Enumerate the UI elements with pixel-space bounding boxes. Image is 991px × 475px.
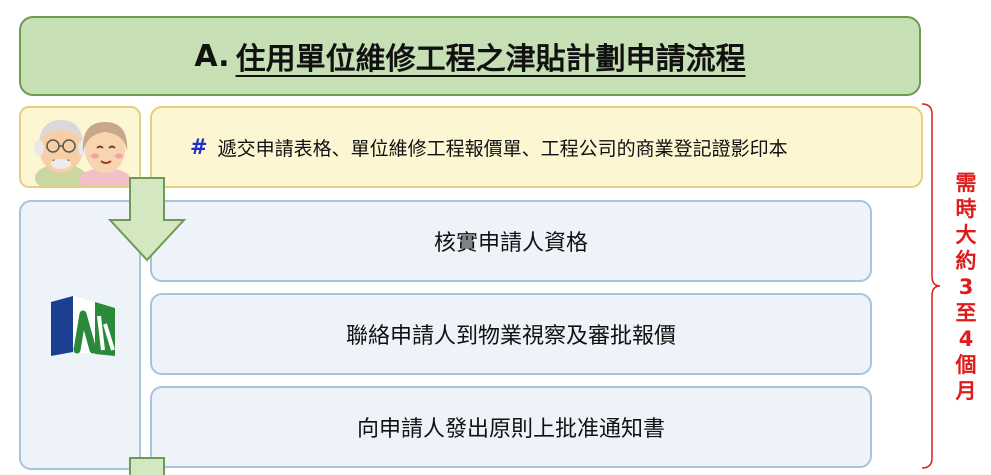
submission-box: # 遞交申請表格、單位維修工程報價單、工程公司的商業登記證影印本 [150,106,923,188]
duration-char: 約 [955,249,977,273]
duration-char: 時 [955,197,977,221]
duration-char: 大 [955,223,977,247]
duration-char: 月 [955,379,977,403]
down-arrow-icon [107,177,187,262]
duration-char: 3 [958,275,974,299]
step-verify-eligibility: 核實申請人資格 [150,200,872,282]
duration-char: 至 [955,301,977,325]
submission-text: 遞交申請表格、單位維修工程報價單、工程公司的商業登記證影印本 [217,137,788,160]
title-prefix: A. [194,38,230,74]
housing-society-logo-icon [51,296,115,356]
down-arrow-continuation-icon [129,457,165,475]
duration-bracket [921,103,941,469]
organisation-panel [19,200,141,470]
duration-char: 需 [955,171,977,195]
step-site-visit-approval: 聯絡申請人到物業視察及審批報價 [150,293,872,375]
hash-marker: # [190,135,208,159]
elderly-couple-icon [34,120,131,186]
duration-label: 需 時 大 約 3 至 4 個 月 [951,170,981,404]
applicant-panel [19,106,141,188]
duration-char: 4 [958,327,974,351]
flowchart-title: 住用單位維修工程之津貼計劃申請流程 [235,42,746,77]
duration-char: 個 [955,353,977,377]
step-approval-notice: 向申請人發出原則上批准通知書 [150,386,872,468]
flowchart-title-box: A. 住用單位維修工程之津貼計劃申請流程 [19,16,921,96]
